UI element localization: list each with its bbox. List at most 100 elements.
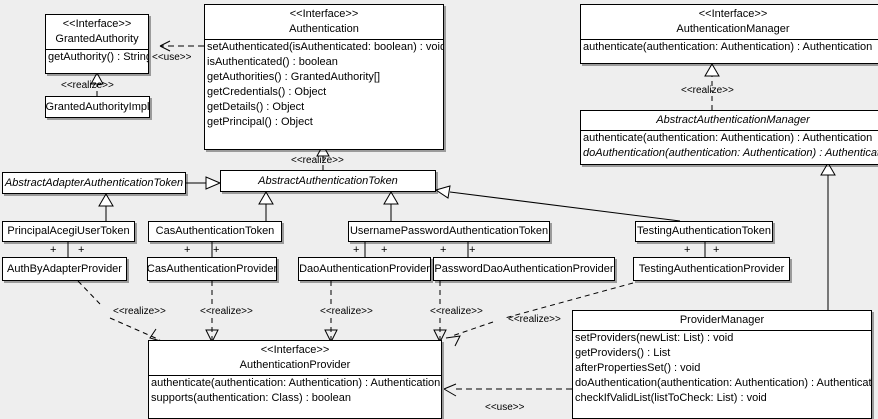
edge-label-realize-abstractauthenticationtoken: <<realize>> [291,155,344,166]
class-name: Authentication [289,23,359,35]
class-header: <<Interface>> Authentication [205,5,443,39]
class-authentication-provider[interactable]: <<Interface>> AuthenticationProvider aut… [148,340,442,419]
operation-item: authenticate(authentication: Authenticat… [583,132,873,144]
class-dao-authentication-provider[interactable]: DaoAuthenticationProvider [298,257,431,281]
class-name: DaoAuthenticationProvider [299,262,430,275]
association-role-marker: + [184,244,191,256]
class-password-dao-authentication-provider[interactable]: PasswordDaoAuthenticationProvider [433,257,615,281]
operation-item: doAuthentication(authentication: Authent… [583,147,878,159]
edge-testingauthenticationtoken-extends-abstracttoken [434,185,681,222]
class-name: CasAuthenticationProvider [147,262,277,275]
operation-item: getProviders() : List [575,347,671,359]
stereotype-label: <<Interface>> [260,344,330,356]
association-role-marker: + [213,244,220,256]
edge-label-use-providermanager-authenticationprovider: <<use>> [485,402,525,413]
edge-label-realize-authbyadapterprovider: <<realize>> [113,306,166,317]
class-name: AuthByAdapterProvider [7,262,122,275]
class-name: AuthenticationProvider [239,359,351,371]
edge-principalacegiusertoken-extends-abstractadaptertoken [98,193,114,221]
class-name: TestingAuthenticationToken [637,225,771,237]
edge-label-realize-grantedauthorityimpl: <<realize>> [61,80,114,91]
class-username-password-authentication-token[interactable]: UsernamePasswordAuthenticationToken [348,221,550,242]
class-name: PrincipalAcegiUserToken [7,225,130,237]
class-abstract-authentication-token[interactable]: AbstractAuthenticationToken [220,170,436,192]
edge-label-realize-providermanager: <<realize>> [508,314,561,325]
compartment-separator [149,375,441,376]
class-authentication[interactable]: <<Interface>> Authentication setAuthenti… [204,4,444,150]
class-auth-by-adapter-provider[interactable]: AuthByAdapterProvider [2,257,127,281]
class-provider-manager[interactable]: ProviderManager setProviders(newList: Li… [572,310,872,419]
operation-item: authenticate(authentication: Authenticat… [151,377,441,389]
class-testing-authentication-provider[interactable]: TestingAuthenticationProvider [633,257,790,281]
class-cas-authentication-provider[interactable]: CasAuthenticationProvider [147,257,277,281]
class-name: UsernamePasswordAuthenticationToken [349,225,549,237]
class-name: AbstractAuthenticationManager [656,114,810,126]
operation-item: setProviders(newList: List) : void [575,332,734,344]
class-name: TestingAuthenticationProvider [638,262,785,275]
association-role-marker: + [684,244,691,256]
class-testing-authentication-token[interactable]: TestingAuthenticationToken [635,221,773,242]
operation-item: getCredentials() : Object [207,86,327,98]
edge-providermanager-extends-abstractauthenticationmanager [820,162,836,310]
association-role-marker: + [78,244,85,256]
class-name: PasswordDaoAuthenticationProvider [434,262,614,275]
edge-abstractadaptertoken-extends-abstracttoken [186,176,222,190]
edge-usernamepasswordtoken-extends-abstracttoken [383,191,399,221]
class-name: GrantedAuthorityImpl [45,100,150,113]
class-name: AbstractAuthenticationToken [258,174,398,187]
stereotype-label: <<Interface>> [698,8,768,20]
class-abstract-authentication-manager[interactable]: AbstractAuthenticationManager authentica… [580,110,878,165]
class-name: CasAuthenticationToken [155,225,275,237]
operations-compartment: authenticate(authentication: Authenticat… [149,376,441,406]
edge-providermanager-uses-authenticationprovider [443,383,572,397]
operation-item: setAuthenticated(isAuthenticated: boolea… [207,41,444,53]
class-granted-authority-impl[interactable]: GrantedAuthorityImpl [45,96,150,118]
class-name: GrantedAuthority [55,33,139,45]
edge-label-use-authentication-grantedauthority: <<use>> [152,52,192,63]
operations-compartment: authenticate(authentication: Authenticat… [581,40,878,55]
class-header: ProviderManager [573,311,871,330]
class-granted-authority[interactable]: <<Interface>> GrantedAuthority getAuthor… [45,14,149,74]
stereotype-label: <<Interface>> [62,18,132,30]
compartment-separator [581,39,878,40]
edge-label-realize-casauthenticationprovider: <<realize>> [200,306,253,317]
operation-item: getDetails() : Object [207,101,305,113]
class-name: AuthenticationManager [676,23,790,35]
class-name: AbstractAdapterAuthenticationToken [4,176,184,189]
class-header: AbstractAuthenticationManager [581,111,878,130]
compartment-separator [573,330,871,331]
class-principal-acegi-user-token[interactable]: PrincipalAcegiUserToken [2,221,135,242]
association-role-marker: + [50,244,57,256]
class-cas-authentication-token[interactable]: CasAuthenticationToken [148,221,282,242]
operation-item: afterPropertiesSet() : void [575,362,701,374]
edge-casauthenticationtoken-extends-abstracttoken [258,191,274,221]
association-role-marker: + [381,244,388,256]
association-role-marker: + [353,244,360,256]
association-role-marker: + [440,244,447,256]
class-authentication-manager[interactable]: <<Interface>> AuthenticationManager auth… [580,4,878,64]
operation-item: getAuthorities() : GrantedAuthority[] [207,71,381,83]
edge-label-realize-daoauthenticationprovider: <<realize>> [320,306,373,317]
association-role-marker: + [469,244,476,256]
operation-item: isAuthenticated() : boolean [207,56,338,68]
compartment-separator [46,49,148,50]
class-header: <<Interface>> AuthenticationProvider [149,341,441,375]
compartment-separator [205,39,443,40]
edge-authentication-uses-grantedauthority [159,40,204,52]
operations-compartment: getAuthority() : String [46,50,148,65]
class-abstract-adapter-authentication-token[interactable]: AbstractAdapterAuthenticationToken [2,172,186,194]
edge-label-realize-abstractauthenticationmanager: <<realize>> [681,85,734,96]
operation-item: getPrincipal() : Object [207,116,313,128]
operation-item: doAuthentication(authentication: Authent… [575,377,872,389]
operation-item: supports(authentication: Class) : boolea… [151,392,351,404]
operations-compartment: setProviders(newList: List) : void getPr… [573,331,871,406]
stereotype-label: <<Interface>> [289,8,359,20]
operation-item: getAuthority() : String [48,51,149,63]
class-header: <<Interface>> AuthenticationManager [581,5,878,39]
operations-compartment: authenticate(authentication: Authenticat… [581,131,878,161]
operations-compartment: setAuthenticated(isAuthenticated: boolea… [205,40,443,130]
compartment-separator [581,130,878,131]
operation-item: checkIfValidList(listToCheck: List) : vo… [575,392,767,404]
association-role-marker: + [713,244,720,256]
